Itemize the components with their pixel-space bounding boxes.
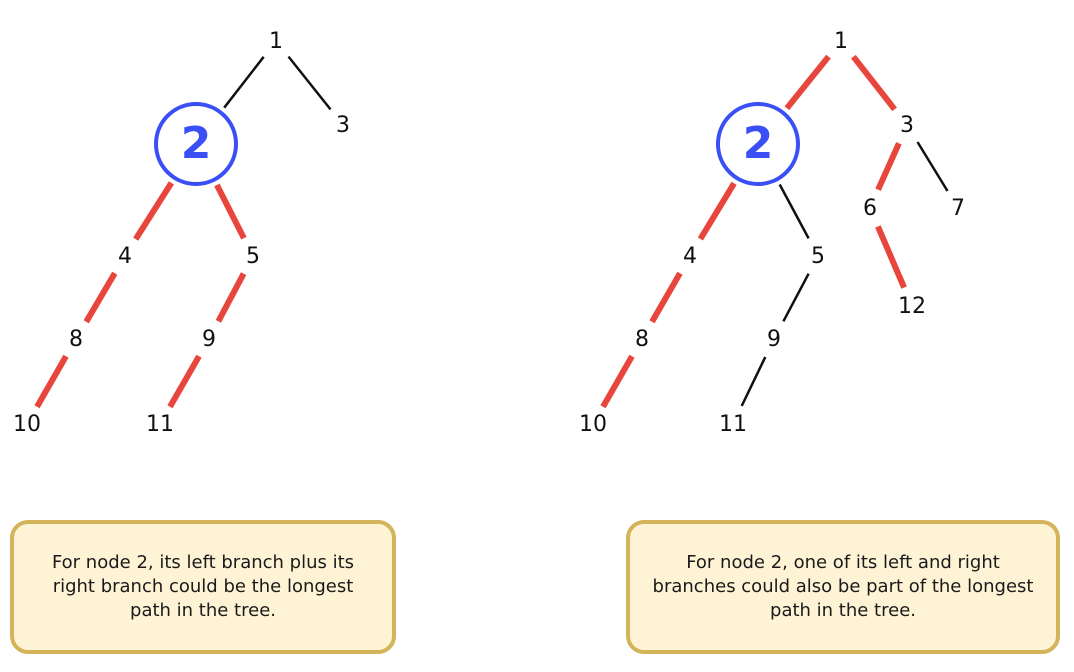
focus-node-circle [716,102,800,186]
node-label-9: 9 [202,327,216,352]
edge-9-11 [740,356,767,407]
node-label-12: 12 [898,294,926,319]
highlighted-edge-3-6 [875,142,902,191]
edge-2-5 [778,183,810,239]
node-label-5: 5 [246,244,260,269]
highlighted-edge-9-11 [167,354,202,409]
highlighted-edge-8-10 [600,354,635,409]
highlighted-edge-6-12 [875,225,907,289]
right-note-box: For node 2, one of its left and right br… [626,520,1060,654]
node-label-6: 6 [863,196,877,221]
edge-5-9 [782,273,810,322]
focus-node-label: 2 [181,118,212,169]
highlighted-edge-1-3 [851,54,897,112]
right-tree: 2 1 3 4 5 6 7 8 9 10 11 12 [579,29,965,437]
node-label-10: 10 [579,412,607,437]
node-label-3: 3 [336,113,350,138]
highlighted-edge-5-9 [215,272,247,323]
right-note-text: For node 2, one of its left and right br… [652,552,1034,621]
node-label-10: 10 [13,412,41,437]
highlighted-edge-2-4 [133,181,174,241]
highlighted-edge-1-2 [784,54,831,111]
node-label-4: 4 [118,244,132,269]
left-note-box: For node 2, its left branch plus its rig… [10,520,396,654]
node-label-8: 8 [69,327,83,352]
node-label-1: 1 [834,29,848,54]
highlighted-edge-4-8 [649,271,683,324]
highlighted-edge-4-8 [83,271,118,324]
left-note-text: For node 2, its left branch plus its rig… [51,552,355,621]
node-label-4: 4 [683,244,697,269]
edge-1-2 [223,56,265,109]
node-label-7: 7 [951,196,965,221]
focus-node-circle [154,102,238,186]
edge-1-3 [287,55,332,111]
node-label-11: 11 [146,412,174,437]
node-label-8: 8 [635,327,649,352]
node-label-5: 5 [811,244,825,269]
node-label-9: 9 [767,327,781,352]
highlighted-edge-8-10 [34,354,69,409]
highlighted-edge-2-5 [214,183,247,240]
node-label-11: 11 [719,412,747,437]
left-tree: 2 1 3 4 5 8 9 10 11 [13,29,350,437]
node-label-1: 1 [269,29,283,54]
node-label-3: 3 [900,113,914,138]
focus-node-label: 2 [743,118,774,169]
highlighted-edge-2-4 [697,181,737,241]
edge-3-7 [916,141,949,192]
